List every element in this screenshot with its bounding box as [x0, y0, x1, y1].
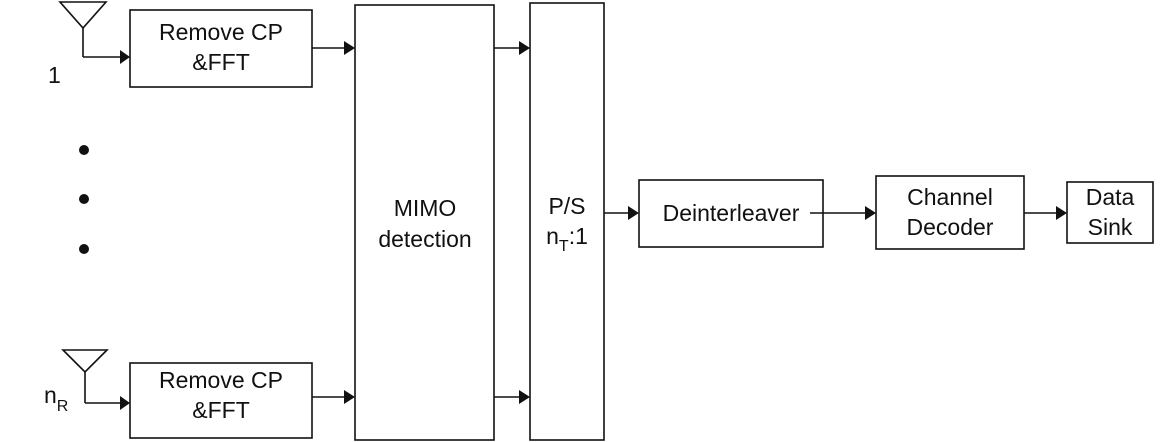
mimo-line1: MIMO	[394, 195, 457, 221]
decoder-line1: Channel	[907, 184, 993, 210]
ps-line2: nT:1	[546, 223, 588, 255]
mimo-detection-block: MIMO detection	[354, 4, 495, 441]
arrow-deinterleaver-to-decoder	[865, 206, 876, 220]
arrow-mimo-to-ps-top	[519, 41, 530, 55]
parallel-to-serial-block: P/S nT:1	[529, 2, 605, 441]
sink-line2: Sink	[1088, 214, 1133, 240]
antenna-top-icon	[58, 1, 108, 30]
arrow-decoder-to-sink	[1056, 206, 1067, 220]
fft-block-top: Remove CP &FFT	[129, 9, 313, 88]
ps-line1: P/S	[548, 193, 585, 219]
ellipsis-dot	[79, 194, 89, 204]
deinterleaver-label: Deinterleaver	[663, 200, 800, 226]
ellipsis-dot	[79, 244, 89, 254]
antenna-top-label: 1	[48, 62, 61, 88]
antenna-ellipsis	[79, 145, 89, 254]
fft-top-line1: Remove CP	[159, 19, 283, 45]
data-sink-block: Data Sink	[1066, 181, 1154, 244]
ellipsis-dot	[79, 145, 89, 155]
antenna-bottom-label: nR	[44, 382, 68, 415]
arrow-fft-top-to-mimo	[344, 41, 355, 55]
channel-decoder-block: Channel Decoder	[875, 175, 1025, 250]
sink-line1: Data	[1086, 184, 1135, 210]
fft-block-bottom: Remove CP &FFT	[129, 362, 313, 439]
antenna-bottom	[61, 349, 109, 403]
antenna-top	[58, 1, 108, 57]
deinterleaver-block: Deinterleaver	[638, 179, 824, 248]
antenna-bottom-icon	[61, 349, 109, 374]
decoder-line2: Decoder	[907, 214, 994, 240]
arrow-fft-bottom-to-mimo	[344, 390, 355, 404]
fft-bottom-line1: Remove CP	[159, 367, 283, 393]
arrow-ps-to-deinterleaver	[628, 206, 639, 220]
mimo-line2: detection	[378, 226, 471, 252]
fft-bottom-line2: &FFT	[192, 397, 250, 423]
fft-top-line2: &FFT	[192, 49, 250, 75]
arrow-mimo-to-ps-bottom	[519, 390, 530, 404]
